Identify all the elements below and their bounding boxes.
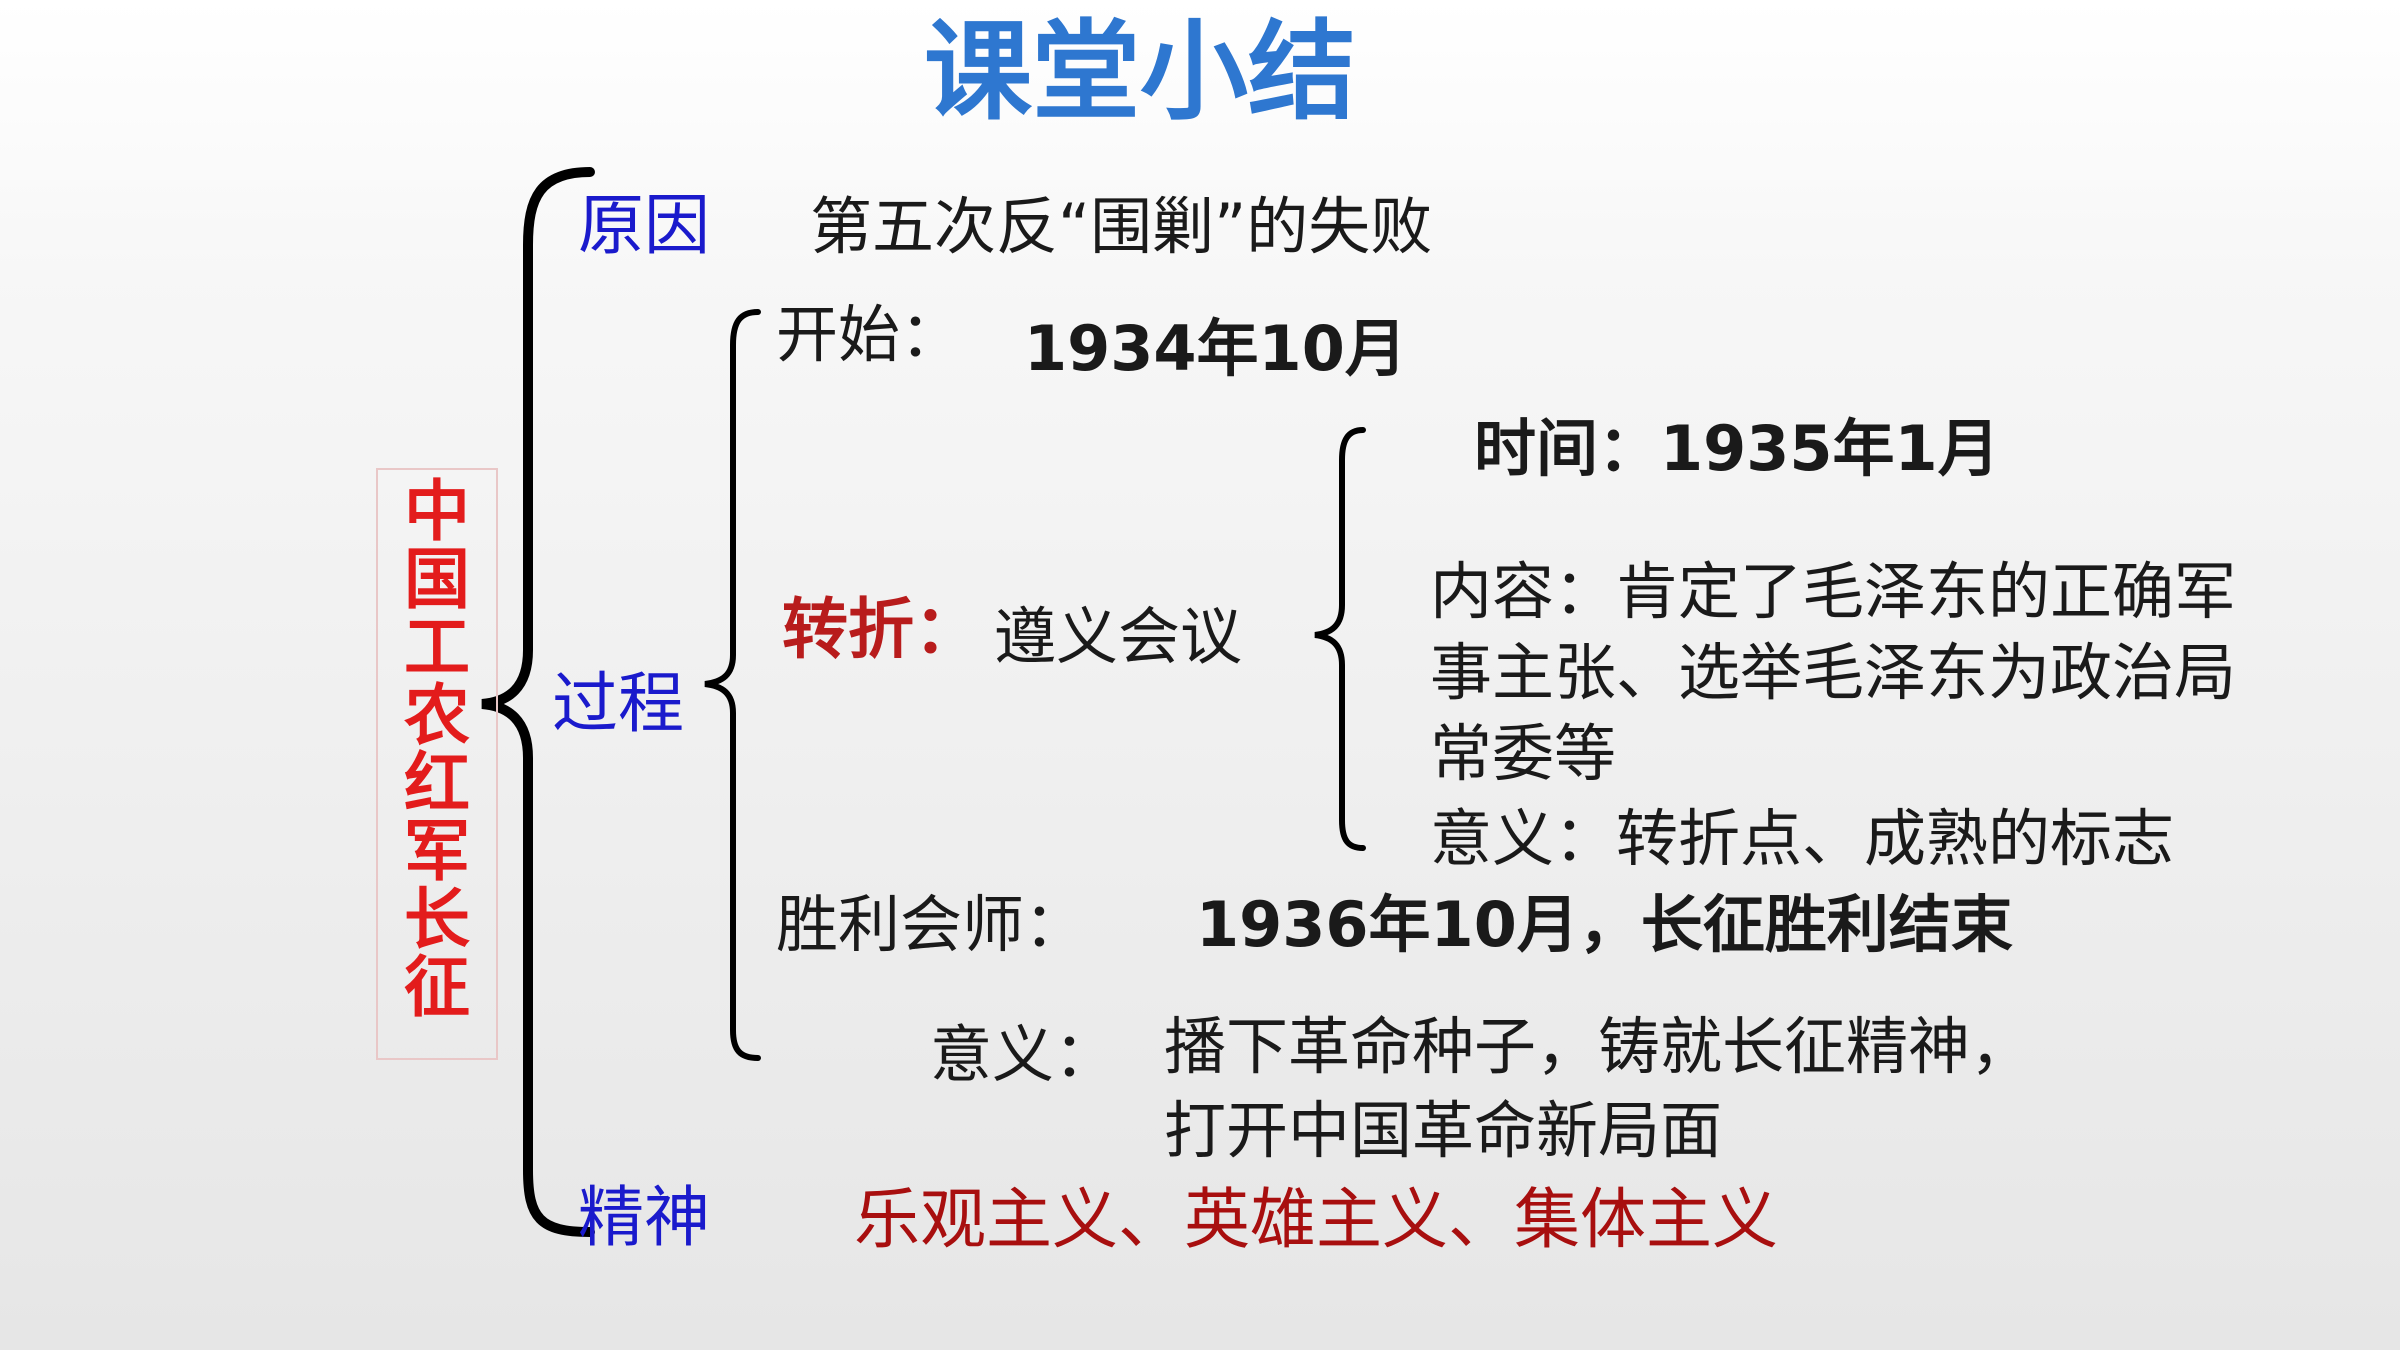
- process-brace: [704, 309, 761, 1061]
- turning-label: 转折：: [782, 591, 980, 668]
- victory-label: 胜利会师：: [776, 888, 1087, 961]
- topic-char: 长: [404, 881, 470, 958]
- start-value: 1934年10月: [1024, 312, 1407, 385]
- topic-title: 中 国 工 农 红 军 长 征: [378, 478, 496, 1022]
- turning-brace: [1314, 427, 1366, 851]
- main-brace: [481, 167, 595, 1237]
- topic-char: 征: [404, 949, 470, 1026]
- cause-text: 第五次反“围剿”的失败: [810, 190, 1433, 263]
- turning-content-line: 事主张、选举毛泽东为政治局: [1430, 636, 2237, 709]
- cause-label: 原因: [578, 187, 710, 264]
- topic-char: 国: [404, 541, 470, 618]
- turning-content-line: 常委等: [1430, 717, 1617, 790]
- page-title: 课堂小结: [923, 10, 1356, 135]
- topic-char: 红: [404, 745, 470, 822]
- topic-char: 工: [404, 609, 470, 686]
- process-label: 过程: [552, 665, 684, 742]
- topic-char: 农: [404, 677, 470, 754]
- spirit-label: 精神: [578, 1179, 710, 1256]
- spirit-text: 乐观主义、英雄主义、集体主义: [854, 1181, 1778, 1258]
- meaning-line: 播下革命种子，铸就长征精神，: [1164, 1010, 2033, 1083]
- turning-meaning: 意义：转折点、成熟的标志: [1430, 802, 2175, 875]
- turning-content-line: 内容：肯定了毛泽东的正确军: [1430, 555, 2237, 628]
- start-label: 开始：: [776, 298, 963, 371]
- meaning-label: 意义：: [930, 1018, 1117, 1091]
- turning-value: 遵义会议: [994, 600, 1243, 673]
- topic-frame: [376, 468, 498, 1060]
- turning-time: 时间：1935年1月: [1474, 412, 2000, 485]
- topic-char: 军: [404, 813, 470, 890]
- victory-value: 1936年10月，长征胜利结束: [1196, 888, 2013, 961]
- meaning-line: 打开中国革命新局面: [1164, 1094, 1723, 1167]
- topic-char: 中: [404, 473, 470, 550]
